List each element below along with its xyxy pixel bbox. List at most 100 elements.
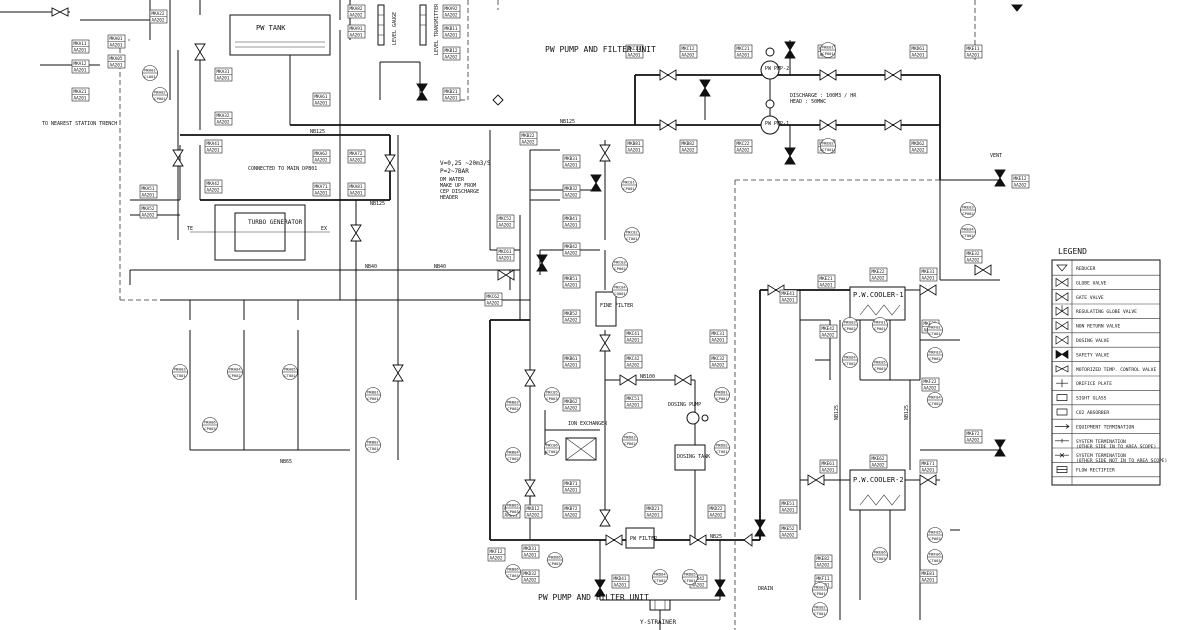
legend-symbol-icon [1056,394,1068,401]
tag-code: MKE81 [922,571,935,577]
tag-code: MKA32 [217,113,230,119]
tag-code: MKA72 [350,151,363,157]
tag-kks: AA201 [350,33,363,39]
turbo-label-text: TURBO GENERATOR [248,219,303,226]
nearest-station-note: TO NEAREST STATION TRENCH [42,121,117,127]
tag-kks: AA201 [445,33,458,39]
tag-kks: AA201 [822,468,835,474]
instrument-code: MKA04 [229,366,241,371]
tag-kks: AA202 [817,563,830,569]
legend-symbol-icon [1055,292,1069,302]
tag-code: MKB51 [565,276,578,282]
makeup-note-3: DM WATER [440,177,465,183]
tag-kks: AA202 [872,463,885,469]
instrument-kks: CT001 [929,331,941,336]
line-label-nb125-a: NB125 [310,129,325,135]
instrument-code: MKB04 [507,449,519,454]
tag-kks: AA201 [627,338,640,344]
instrument-kks: CT001 [814,611,826,616]
tag-code: MKB31 [565,156,578,162]
tag-kks: AA202 [350,13,363,19]
legend-label: REGULATING GLOBE VALVE [1076,309,1137,315]
tag-code: MKC51 [627,396,640,402]
legend-label: MOTORIZED TEMP. CONTROL VALVE [1076,367,1156,373]
tag-kks: AA201 [315,191,328,197]
tag-kks: AA201 [315,101,328,107]
tag-kks: AA201 [207,148,220,154]
tag-kks: AA201 [505,513,518,519]
pw-cooler-1: P.W.COOLER-1 [849,286,906,321]
tag-code: MKC21 [737,46,750,52]
makeup-note-4: MAKE UP FROM [440,183,476,189]
connected-to-note: CONNECTED TO MAIN DPB01 [248,166,317,172]
line-label-nb40-b: NB40 [434,264,446,270]
tag-code: MKB32 [565,186,578,192]
ion-exchanger: ION EXCHANGER [565,421,608,461]
pw-tank-label: PW TANK [256,24,286,32]
legend-label: NON RETURN VALVE [1076,324,1120,330]
turbo-te-label: TE [187,226,193,232]
tag-kks: AA201 [565,363,578,369]
instrument-code: MKF02 [929,324,940,329]
tag-code: MKD31 [524,546,537,552]
tag-kks: AA202 [350,158,363,164]
tag-code: MKE61 [822,461,835,467]
instrument-kks: CP001 [367,396,379,401]
instrument-code: MKA06 [204,419,216,424]
tag-code: MKB21 [445,89,458,95]
instrument-kks: CT001 [716,449,728,454]
level-transmitter: LEVEL TRANSMITTER [419,3,440,55]
instrument-code: MKC03 [614,259,625,264]
level-transmitter-label: LEVEL TRANSMITTER [434,3,440,55]
valve [51,7,62,17]
pw-pump-1: PW PMP-1 [760,115,789,135]
tag-kks: AA201 [565,163,578,169]
legend-item: REDUCER [1052,264,1160,276]
instrument-code: MKE06 [874,549,886,554]
legend-item: GLOBE VALVE [1052,277,1160,290]
line-label-nb100: NB100 [640,374,655,380]
tag-code: MKD22 [710,506,723,512]
legend-item: SYSTEM TERMINATION(OTHER SIDE IN TO AREA… [1052,438,1160,450]
tag-kks: AA201 [628,53,641,59]
tag-code: MKB11 [445,26,458,32]
pump-1-label: PW PMP-1 [765,121,789,127]
legend-label: DOSING VALVE [1076,338,1109,344]
fine-filter-label: FINE FILTER [600,303,634,309]
tag-code: MKF11 [817,576,830,582]
tag-kks: AA202 [445,13,458,19]
tag-code: MKC22 [737,141,750,147]
legend-label: CO2 ABSORBER [1076,410,1109,416]
legend-item: GATE VALVE [1052,292,1160,305]
tag-kks: AA201 [628,148,641,154]
tag-kks: AA202 [924,386,937,392]
tag-code: MKA61 [315,94,328,100]
tag-code: MKD21 [647,506,660,512]
tag-kks: AA201 [912,53,925,59]
tag-kks: AA201 [565,223,578,229]
